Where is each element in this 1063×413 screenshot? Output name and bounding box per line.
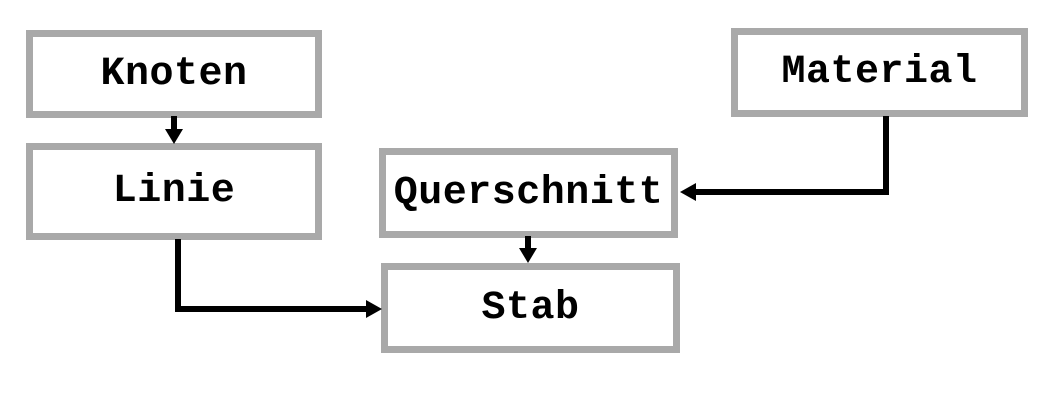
node-material-label: Material — [781, 50, 978, 95]
node-material: Material — [731, 28, 1028, 117]
node-querschnitt: Querschnitt — [379, 148, 678, 238]
node-knoten-label: Knoten — [100, 51, 248, 97]
node-linie-label: Linie — [112, 169, 236, 214]
arrow-material-to-querschnitt — [680, 116, 889, 201]
node-knoten: Knoten — [26, 30, 322, 118]
arrow-querschnitt-to-stab — [519, 236, 537, 263]
node-linie: Linie — [26, 143, 322, 240]
arrow-linie-to-stab — [175, 239, 382, 318]
node-querschnitt-label: Querschnitt — [393, 170, 664, 216]
arrow-knoten-to-linie — [165, 116, 183, 144]
node-stab-label: Stab — [481, 285, 580, 331]
node-stab: Stab — [381, 263, 680, 353]
